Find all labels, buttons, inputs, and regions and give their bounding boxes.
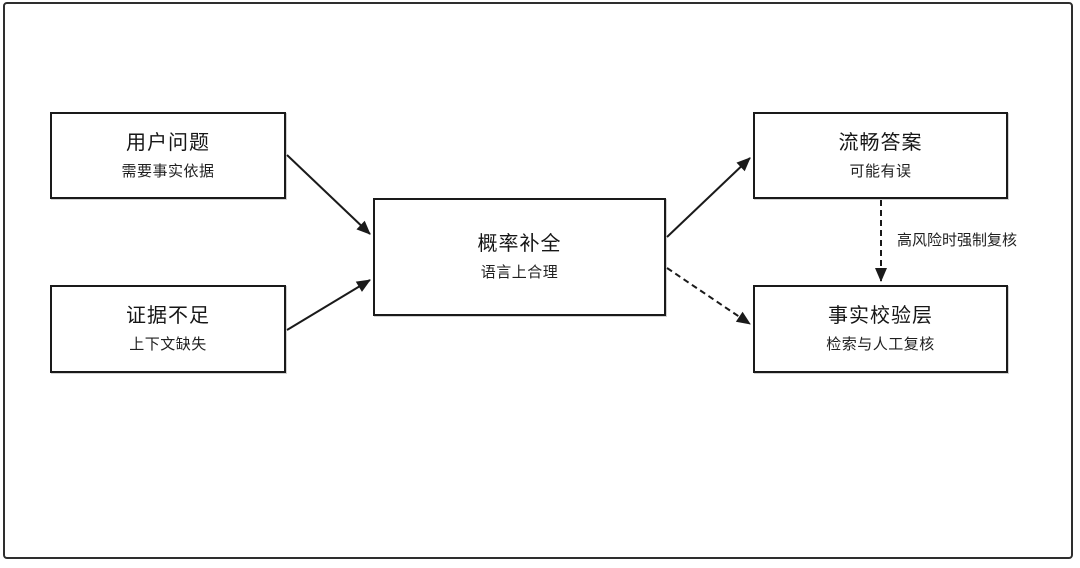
node-fact-check-layer-subtitle: 检索与人工复核: [826, 336, 935, 353]
node-probabilistic-completion-subtitle: 语言上合理: [480, 264, 559, 281]
node-insufficient-evidence-title: 证据不足: [126, 305, 210, 327]
node-user-question: 用户问题 需要事实依据: [50, 112, 286, 199]
node-fluent-answer-title: 流畅答案: [838, 131, 923, 154]
node-probabilistic-completion: 概率补全 语言上合理: [373, 198, 666, 316]
edge-label-forced-review: 高风险时强制复核: [897, 232, 1018, 249]
node-fact-check-layer-title: 事实校验层: [828, 305, 933, 327]
node-probabilistic-completion-title: 概率补全: [477, 233, 562, 255]
node-fluent-answer-subtitle: 可能有误: [849, 162, 912, 180]
node-user-question-subtitle: 需要事实依据: [121, 162, 215, 180]
node-insufficient-evidence: 证据不足 上下文缺失: [50, 285, 286, 373]
node-user-question-title: 用户问题: [126, 131, 210, 154]
node-fluent-answer: 流畅答案 可能有误: [753, 112, 1008, 199]
node-fact-check-layer: 事实校验层 检索与人工复核: [753, 285, 1008, 373]
node-insufficient-evidence-subtitle: 上下文缺失: [129, 336, 207, 353]
outer-border: [3, 2, 1073, 559]
